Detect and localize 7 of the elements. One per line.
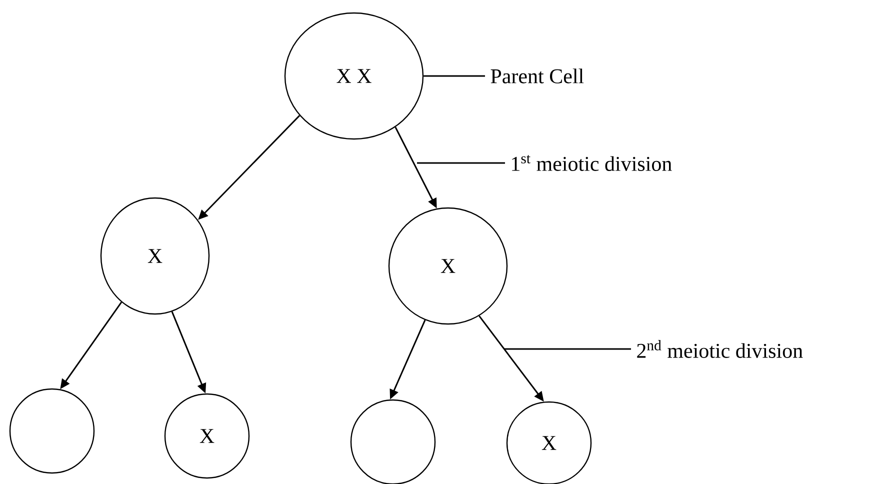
label-text: Parent Cell	[490, 68, 584, 84]
leader-line	[417, 162, 505, 164]
leader-line	[504, 348, 632, 350]
leader-line	[424, 75, 485, 77]
label-text: 2$^{nd}$ meiotic division	[637, 340, 803, 358]
cell-circle	[9, 388, 95, 474]
label-text: 1$^{st}$ meiotic division	[512, 154, 672, 171]
